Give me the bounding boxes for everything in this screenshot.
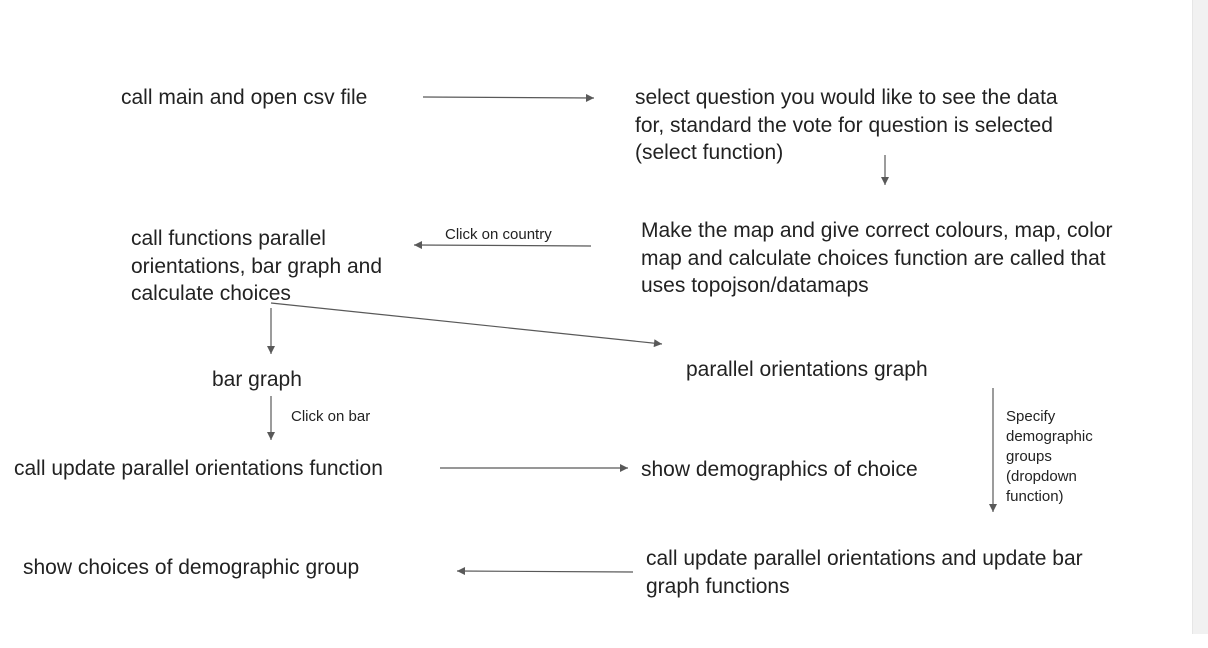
arrow-update-both-to-show-choices [456, 567, 634, 576]
node-show-choices: show choices of demographic group [23, 556, 360, 579]
edge-label-click-country: Click on country [445, 226, 552, 243]
node-parallel-orientations-graph: parallel orientations graph [686, 358, 928, 381]
arrow-map-to-functions [413, 241, 592, 250]
node-update-both: call update parallel orientations and up… [646, 547, 1083, 598]
edge-label-click-bar: Click on bar [291, 408, 371, 425]
edge-label-specify-groups: Specify demographic groups (dropdown fun… [1006, 408, 1093, 505]
node-call-functions: call functions parallel orientations, ba… [131, 227, 383, 305]
node-make-map: Make the map and give correct colours, m… [641, 219, 1113, 297]
node-update-parallel: call update parallel orientations functi… [14, 457, 383, 480]
arrow-main-to-select [422, 93, 595, 102]
scrollbar-track[interactable] [1192, 0, 1208, 634]
node-call-main: call main and open csv file [121, 86, 368, 109]
node-bar-graph: bar graph [212, 368, 302, 391]
node-select-question: select question you would like to see th… [635, 86, 1058, 164]
arrow-functions-to-parallel-graph [270, 302, 663, 348]
node-show-demographics: show demographics of choice [641, 458, 918, 481]
